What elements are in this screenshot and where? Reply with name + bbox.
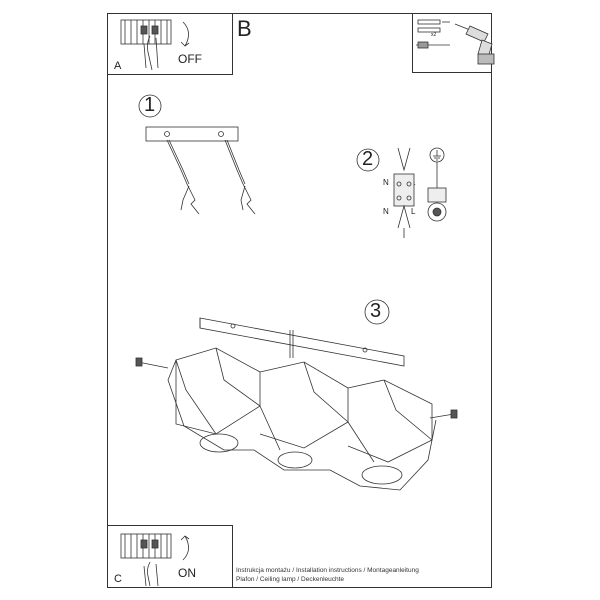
screw-left-icon [135, 357, 169, 369]
breaker-switch-on-icon [120, 533, 190, 587]
step-3-badge [364, 299, 390, 325]
step-3-number: 3 [370, 300, 382, 322]
terminal-n-top: N [383, 178, 389, 187]
footer-text: Instrukcja montażu / Installation instru… [236, 566, 419, 584]
terminal-block-icon [393, 147, 415, 238]
step-2-badge [356, 148, 380, 172]
screw-right-icon [429, 409, 458, 419]
step-1-badge [138, 94, 162, 118]
terminal-l-bottom: L [411, 207, 416, 216]
panel-c-letter: C [114, 573, 122, 585]
ceiling-lamp-body [167, 347, 437, 491]
footer-line-1: Instrukcja montażu / Installation instru… [236, 567, 419, 574]
panel-a-switch-label: OFF [178, 52, 202, 66]
breaker-switch-off-icon [120, 19, 190, 71]
footer-line-2: Plafon / Ceiling lamp / Deckenleuchte [236, 576, 345, 583]
panel-b-letter: B [237, 16, 252, 41]
panel-c-switch-label: ON [178, 566, 196, 580]
step-2-number: 2 [362, 148, 374, 170]
panel-a-letter: A [114, 60, 122, 72]
drill-icon [454, 23, 495, 65]
ceiling-bracket-step-3 [199, 317, 405, 367]
wire-left-icon [166, 139, 200, 215]
panel-c: C ON [107, 525, 233, 588]
instruction-frame [107, 13, 492, 588]
step-1-number: 1 [144, 94, 156, 116]
wire-right-icon [224, 139, 256, 215]
wall-anchor-icon [417, 19, 450, 33]
screwdriver-icon [416, 41, 450, 49]
ground-icon [427, 147, 447, 222]
anchor-size-label: x2 [431, 32, 437, 38]
terminal-n-bottom: N [383, 207, 389, 216]
mounting-bracket-step-1 [145, 126, 239, 142]
